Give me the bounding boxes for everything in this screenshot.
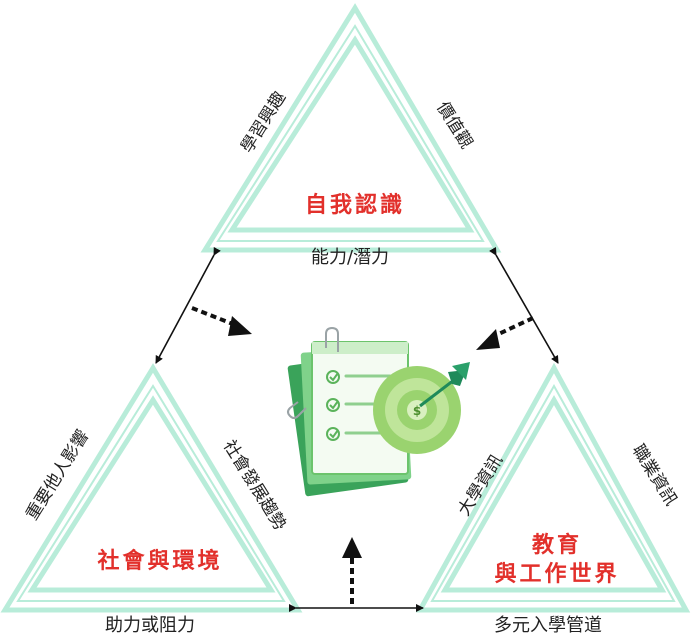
connector-arrows [155,246,559,612]
target-dollar-icon: $ [373,362,470,454]
top-triangle-title: 自我認識 [305,192,405,218]
right-triangle-base-label: 多元入學管道 [494,615,602,636]
dotted-arrow-from-top-left [191,306,252,336]
top-triangle-right-label: 價值觀 [432,98,476,152]
center-illustration: $ [287,326,470,497]
dotted-arrows [191,306,534,604]
dotted-arrow-from-top-right [476,316,534,350]
right-triangle-title-line1: 教育 [532,532,582,558]
paperclip-icon [287,326,339,419]
clipboard-checklist-icon [287,341,412,497]
svg-text:$: $ [413,404,421,418]
top-triangle: 自我認識 學習興趣 價值觀 能力/潛力 [200,3,502,268]
arrow-top-left-connector [155,246,221,364]
right-triangle-title-line2: 與工作世界 [494,561,619,587]
top-triangle-base-label: 能力/潛力 [311,247,389,268]
left-triangle-base-label: 助力或阻力 [105,615,195,636]
right-triangle-left-label: 大學資訊 [454,451,507,519]
left-triangle: 社會與環境 重要他人影響 社會發展趨勢 助力或阻力 [0,363,303,636]
dotted-arrow-from-bottom [342,537,362,604]
left-triangle-title: 社會與環境 [97,548,222,574]
right-triangle-right-label: 職業資訊 [628,441,681,509]
arrow-top-right-connector [489,246,559,364]
